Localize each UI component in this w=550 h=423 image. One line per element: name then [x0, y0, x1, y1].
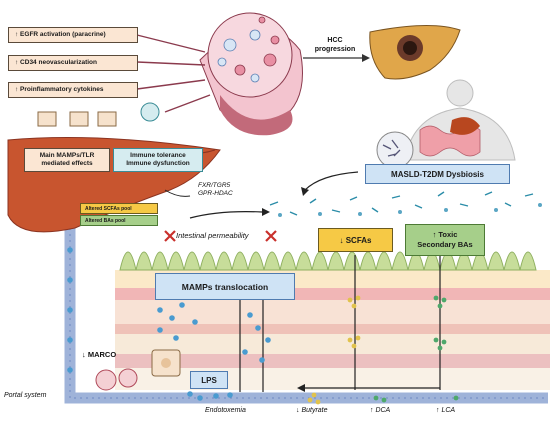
- butyrate-label: ↓ Butyrate: [296, 407, 328, 414]
- dysbiosis-text: MASLD-T2DM Dysbiosis: [391, 170, 484, 179]
- tlr-cells: [37, 102, 160, 127]
- portal-label: Portal system: [4, 392, 46, 399]
- human-silhouette: [376, 79, 516, 169]
- mamps-text: MAMPs translocation: [181, 282, 269, 292]
- immune-box: Immune tolerance Immune dysfunction: [113, 148, 203, 172]
- permeability-label: Intestinal permeability: [176, 231, 249, 240]
- butyrate-text: ↓ Butyrate: [296, 407, 328, 414]
- effect-box-cytokines: ↑ Proinflammatory cytokines: [8, 82, 138, 98]
- tumor-microenvironment: [199, 12, 303, 136]
- altered-scfas-text: Altered SCFAs pool: [85, 206, 132, 212]
- receptors-line2: GPR-HDAC: [198, 190, 233, 197]
- altered-bas-box: Altered BAs pool: [80, 215, 158, 226]
- effect-box-cd34: ↑ CD34 neovascularization: [8, 55, 138, 71]
- marco-label: ↓ MARCO: [82, 350, 116, 359]
- permeability-arrow: [189, 211, 263, 219]
- mamp-particles: [67, 247, 271, 401]
- bacteria-stream: [269, 191, 534, 216]
- hcc-label: HCC progression: [308, 36, 362, 54]
- receptors-label: FXR/TGR5 GPR-HDAC: [198, 182, 233, 198]
- portal-text: Portal system: [4, 392, 47, 399]
- hcc-line1: HCC: [327, 37, 343, 44]
- main-effects-line2: mediated effects: [41, 160, 93, 167]
- lca-text: ↑ LCA: [436, 407, 456, 414]
- effect-cytokines-text: ↑ Proinflammatory cytokines: [15, 86, 104, 93]
- kupffer-cells: [95, 349, 181, 391]
- permeability-text: Intestinal permeability: [176, 231, 249, 240]
- lps-box: LPS: [190, 371, 228, 389]
- scfas-box: ↓ SCFAs: [318, 228, 393, 252]
- altered-scfas-box: Altered SCFAs pool: [80, 203, 158, 214]
- portal-vein: [64, 228, 548, 404]
- altered-bas-text: Altered BAs pool: [85, 218, 126, 224]
- toxic-bas-box: ↑ Toxic Secondary BAs: [405, 224, 485, 256]
- toxic-bas-line1: ↑ Toxic: [432, 230, 458, 239]
- hcc-liver: [303, 25, 461, 80]
- receptor-arrow: [164, 189, 191, 197]
- immune-line2: Immune dysfunction: [126, 160, 190, 167]
- marco-text: ↓ MARCO: [82, 350, 117, 359]
- lca-label: ↑ LCA: [436, 407, 455, 414]
- scfa-molecules: [307, 295, 361, 405]
- receptors-line1: FXR/TGR5: [198, 182, 231, 189]
- effect-connectors: [136, 34, 211, 113]
- main-effects-box: Main MAMPs/TLR mediated effects: [24, 148, 110, 172]
- dca-label: ↑ DCA: [370, 407, 390, 414]
- ba-molecules: [373, 295, 459, 403]
- bacteria-dots: [278, 203, 542, 217]
- effect-egfr-text: ↑ EGFR activation (paracrine): [15, 31, 106, 38]
- dca-text: ↑ DCA: [370, 407, 391, 414]
- dysbiosis-arrow: [304, 171, 359, 191]
- endotoxemia-text: Endotoxemia: [205, 407, 246, 414]
- effect-box-egfr: ↑ EGFR activation (paracrine): [8, 27, 138, 43]
- dysbiosis-box: MASLD-T2DM Dysbiosis: [365, 164, 510, 184]
- endotoxemia-label: Endotoxemia: [205, 407, 246, 414]
- mamps-box: MAMPs translocation: [155, 273, 295, 300]
- effect-cd34-text: ↑ CD34 neovascularization: [15, 59, 97, 66]
- immune-line1: Immune tolerance: [130, 152, 186, 159]
- main-effects-line1: Main MAMPs/TLR: [39, 152, 95, 159]
- hcc-line2: progression: [314, 46, 356, 53]
- toxic-bas-line2: Secondary BAs: [417, 240, 473, 249]
- scfas-text: ↓ SCFAs: [339, 236, 372, 245]
- metabolite-arrows: [239, 255, 441, 392]
- permeability-x-marks: [164, 230, 277, 242]
- lps-text: LPS: [201, 376, 217, 385]
- intestinal-villi: [119, 251, 537, 271]
